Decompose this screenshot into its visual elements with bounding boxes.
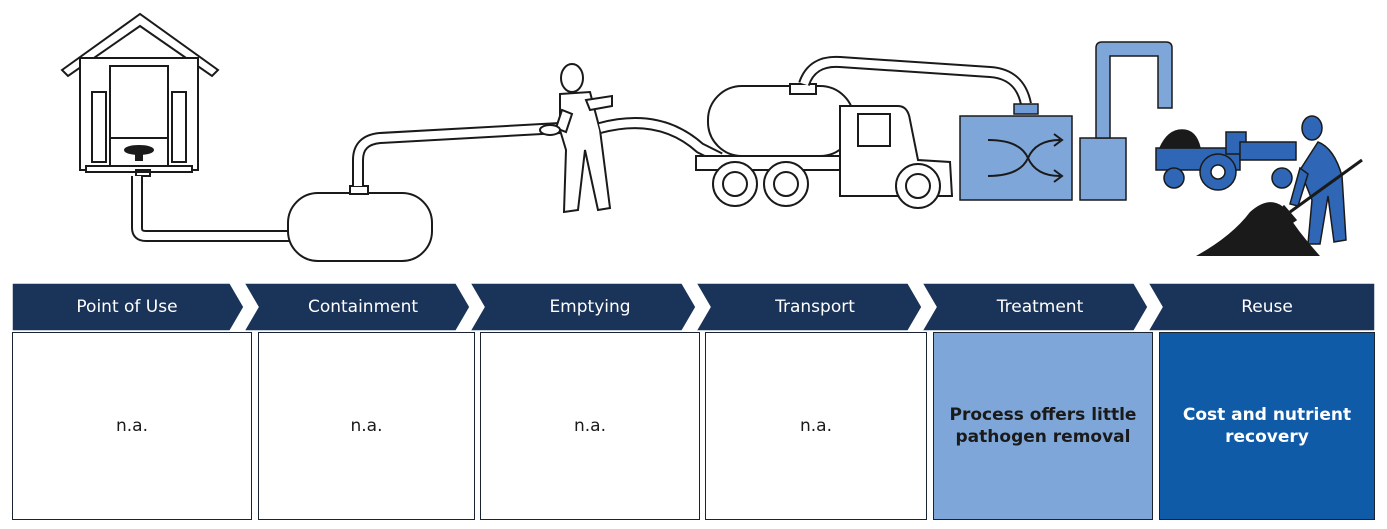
person-shoveling-icon (1275, 115, 1363, 245)
stage-cell-treatment: Process offers little pathogen removal (933, 332, 1153, 520)
stage-chevron-treatment (921, 283, 1149, 331)
pipe (131, 176, 290, 242)
person-emptying-icon (539, 63, 613, 214)
stage-header-bar (11, 283, 1376, 331)
stage-label-transport: Transport (775, 297, 855, 317)
stage-text-treatment: Process offers little pathogen removal (949, 405, 1137, 447)
stage-label-containment: Containment (307, 297, 419, 317)
stage-cell-reuse: Cost and nutrient recovery (1159, 332, 1375, 520)
stage-text-emptying: n.a. (574, 416, 606, 436)
stage-label-treatment: Treatment (996, 297, 1084, 317)
stage-text-containment: n.a. (350, 416, 383, 436)
stage-text-reuse: Cost and nutrient recovery (1182, 405, 1352, 447)
stage-label-emptying: Emptying (549, 297, 631, 317)
stage-cell-emptying: n.a. (480, 332, 700, 520)
stage-text-transport: n.a. (800, 416, 832, 436)
stage-chevron-containment (243, 283, 471, 331)
stage-chevron-point-of-use (11, 283, 245, 331)
sanitation-chain-illustration (60, 12, 1363, 262)
stage-cell-containment: n.a. (258, 332, 475, 520)
stage-chevron-emptying (469, 283, 697, 331)
treatment-plant-icon (959, 41, 1173, 201)
stage-text-point-of-use: n.a. (116, 416, 148, 436)
tractor-icon (1155, 129, 1297, 191)
stage-label-reuse: Reuse (1241, 297, 1293, 317)
stage-chevron-transport (695, 283, 923, 331)
stage-cell-point-of-use: n.a. (12, 332, 252, 520)
compost-pile-icon (1196, 202, 1320, 256)
stage-cell-transport: n.a. (705, 332, 927, 520)
stage-chevron-reuse (1147, 283, 1376, 331)
vacuum-truck-icon (695, 83, 954, 209)
latrine-icon (60, 12, 220, 177)
septic-tank-icon (287, 185, 433, 262)
stage-label-point-of-use: Point of Use (76, 297, 178, 317)
